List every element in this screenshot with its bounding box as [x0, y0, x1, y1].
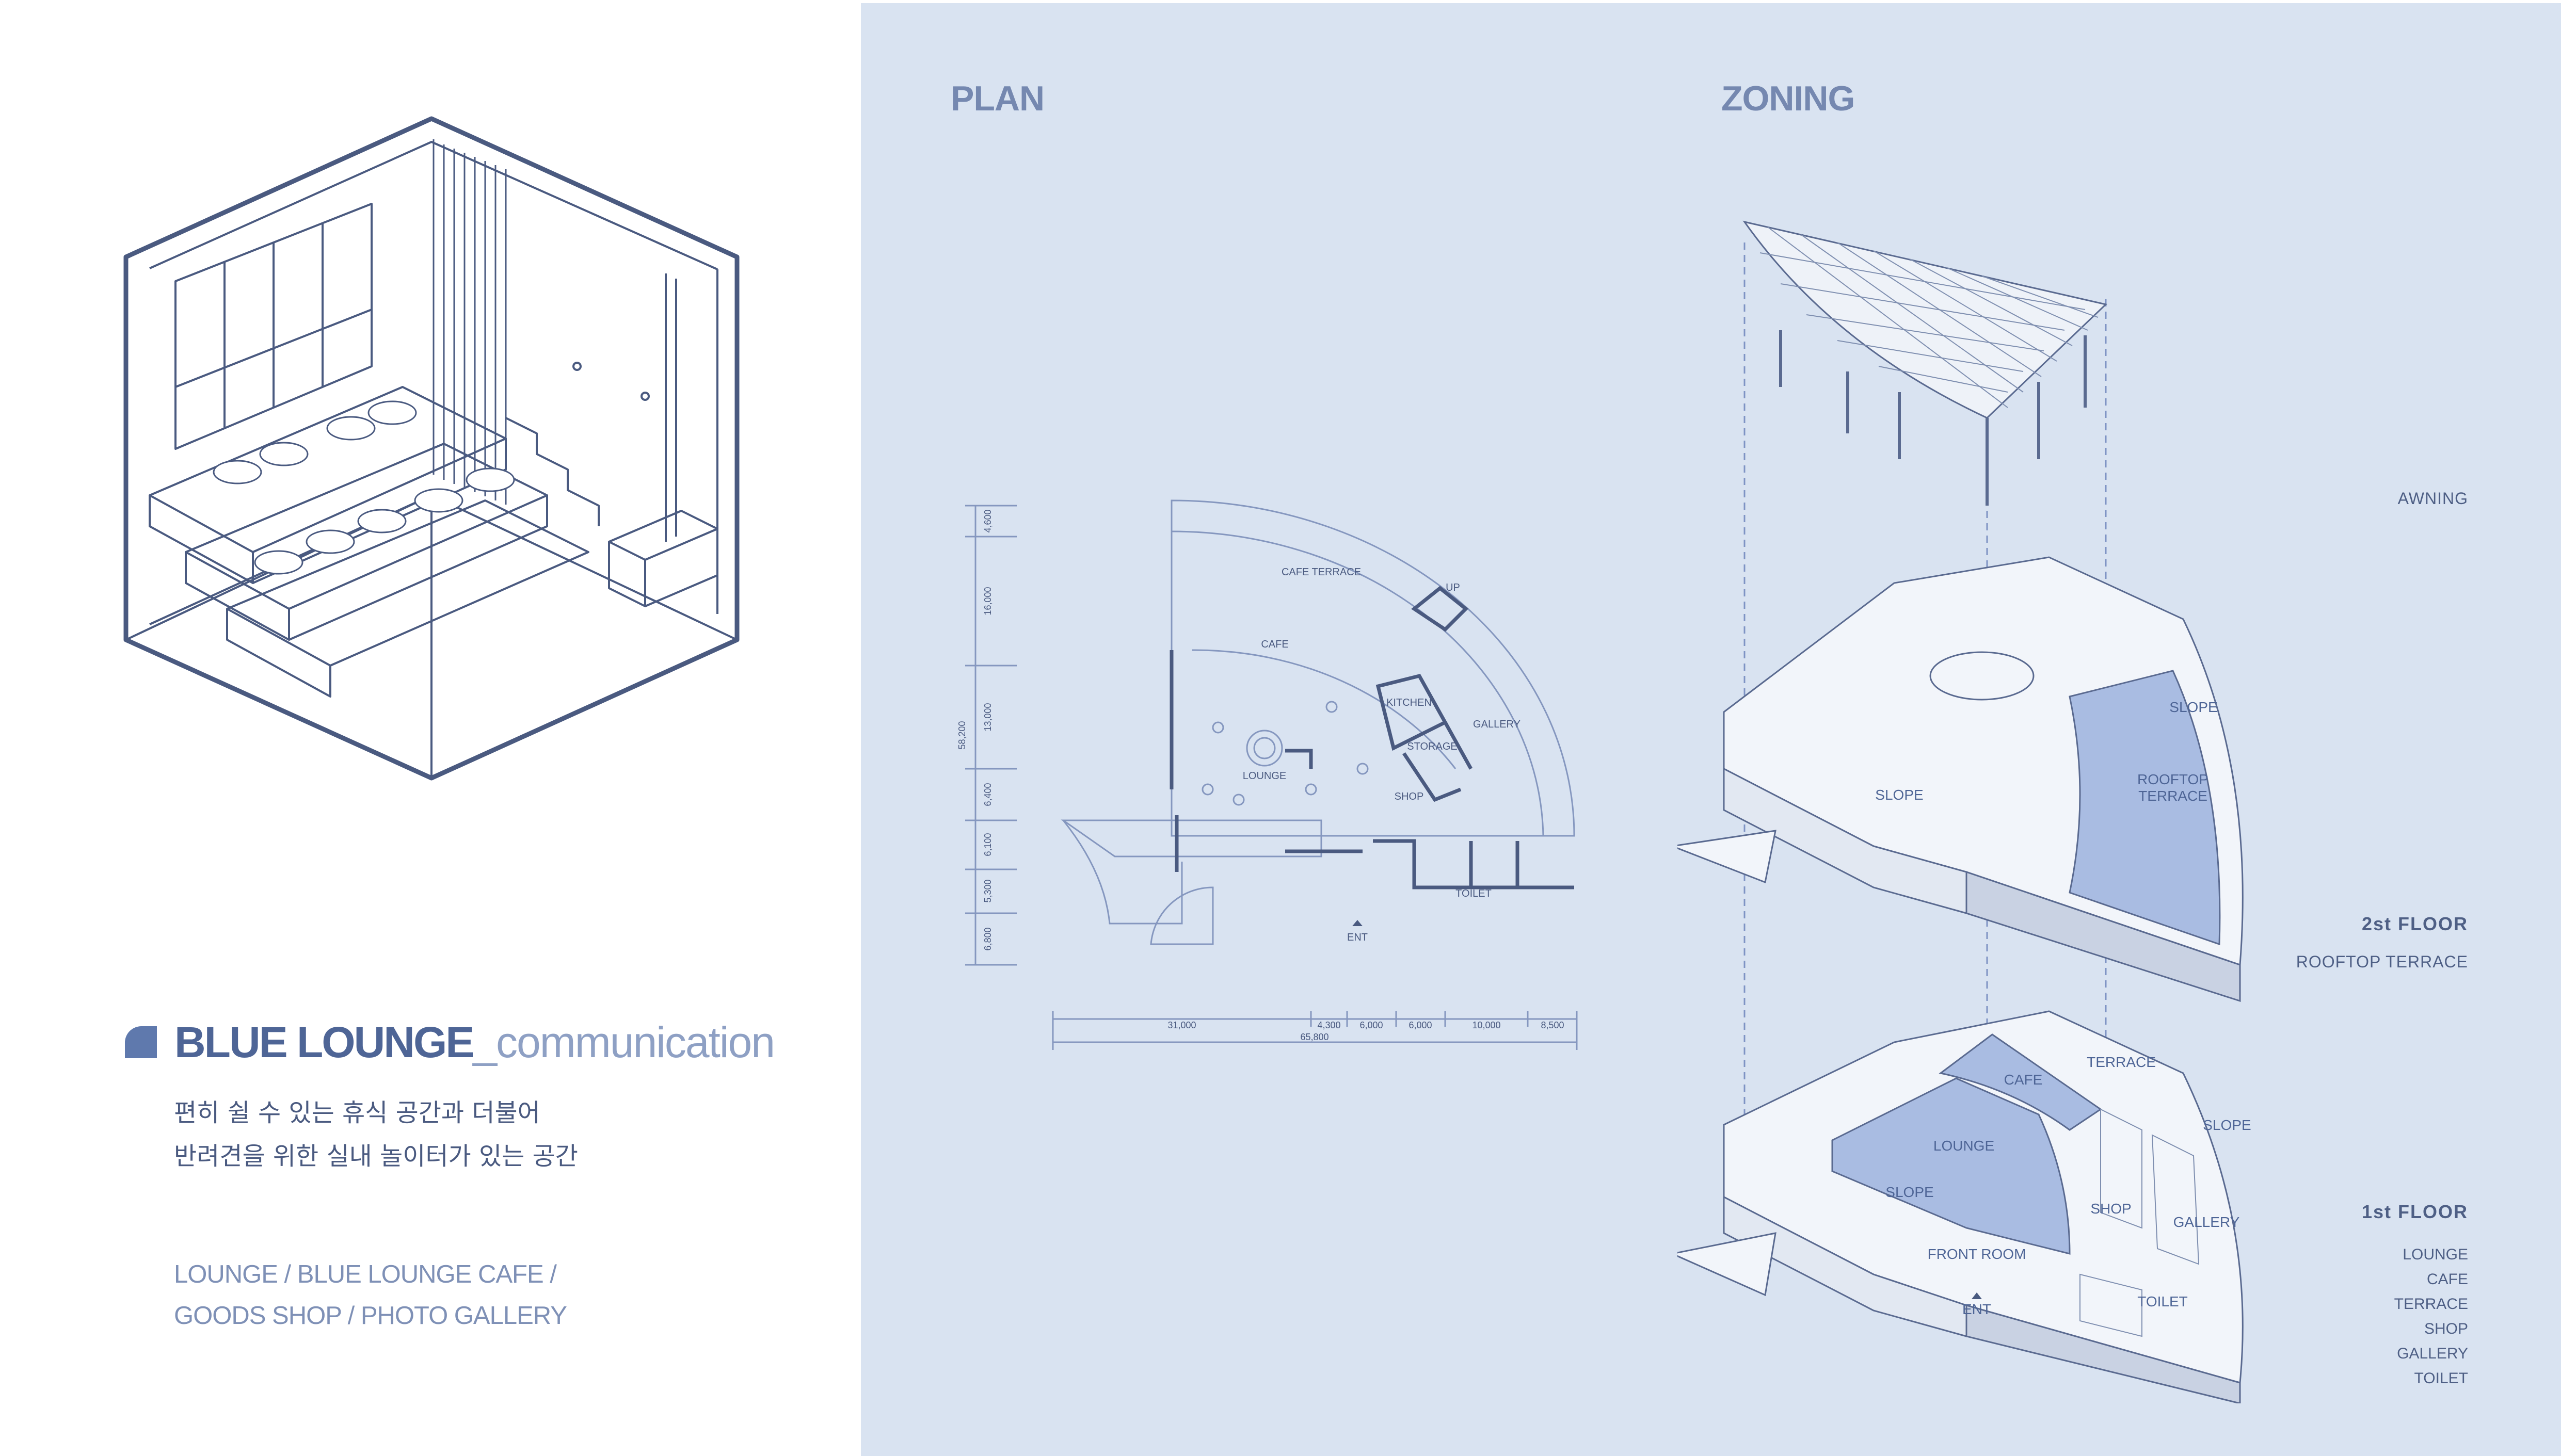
room-label: UP — [1446, 582, 1460, 593]
dimension-label: 6,100 — [983, 833, 993, 856]
description-line: 편히 쉴 수 있는 휴식 공간과 더불어 — [174, 1098, 540, 1127]
quarter-circle-icon — [125, 1026, 157, 1058]
description-line: 반려견을 위한 실내 놀이터가 있는 공간 — [174, 1142, 578, 1171]
title-sub: _communication — [473, 1017, 775, 1066]
entrance-arrow-icon — [1352, 920, 1363, 926]
zone-label: SHOP — [2090, 1201, 2131, 1217]
room-label: CAFE TERRACE — [1282, 567, 1361, 578]
first-floor-layer: CAFE TERRACE SLOPE LOUNGE SLOPE SHOP GAL… — [1677, 1010, 2251, 1403]
room-label: KITCHEN — [1386, 697, 1432, 708]
left-panel: BLUE LOUNGE _communication 편히 쉴 수 있는 휴식 … — [0, 0, 861, 1456]
room-label: SHOP — [1395, 791, 1424, 802]
entrance-label: ENT — [1347, 932, 1368, 943]
room-label: STORAGE — [1407, 741, 1457, 752]
zoning-exploded-axonometric: SLOPE SLOPE ROOFTOP TERRACE CAFE TERRACE… — [1677, 220, 2251, 1403]
lounge-zone — [1831, 1077, 2071, 1255]
dimension-label: 4,600 — [983, 509, 993, 532]
dimension-label: 13,000 — [983, 703, 993, 731]
dimension-label: 5,300 — [983, 879, 993, 902]
floor1-program: GALLERY — [2397, 1345, 2468, 1362]
description: 편히 쉴 수 있는 휴식 공간과 더불어 반려견을 위한 실내 놀이터가 있는 … — [174, 1091, 578, 1178]
zone-label: TERRACE — [2087, 1054, 2156, 1070]
zone-label: SLOPE — [2169, 699, 2217, 715]
isometric-interior-illustration — [123, 116, 740, 781]
zone-label: TERRACE — [2138, 788, 2207, 804]
dimension-label: 6,000 — [1408, 1020, 1432, 1030]
floor2-label: 2st FLOOR — [2361, 913, 2468, 934]
dimension-total: 65,800 — [1300, 1032, 1328, 1042]
awning-label: AWNING — [2397, 489, 2468, 508]
awning-layer — [1742, 220, 2108, 506]
floor2-programs: ROOFTOP TERRACE — [2296, 952, 2468, 971]
rooftop-terrace-zone — [2069, 670, 2221, 946]
program-line: GOODS SHOP / PHOTO GALLERY — [174, 1302, 567, 1330]
title-main: BLUE LOUNGE — [174, 1017, 474, 1066]
zone-label: SLOPE — [1875, 787, 1923, 803]
entrance-arrow-icon — [1972, 1292, 1982, 1299]
dimension-label: 16,000 — [983, 587, 993, 615]
dimension-label: 6,800 — [983, 927, 993, 950]
dimension-label: 4,300 — [1317, 1020, 1340, 1030]
cafe-zone — [1939, 1033, 2102, 1131]
floor1-program: CAFE — [2426, 1271, 2468, 1288]
dimension-label: 6,400 — [983, 783, 993, 806]
floor1-program: LOUNGE — [2403, 1246, 2468, 1263]
entrance-label: ENT — [1962, 1301, 1991, 1317]
zone-label: SLOPE — [2203, 1117, 2251, 1133]
room-label: LOUNGE — [1243, 770, 1286, 782]
zone-label: ROOFTOP — [2137, 771, 2208, 787]
dimension-label: 10,000 — [1472, 1020, 1500, 1030]
dimension-label: 6,000 — [1359, 1020, 1383, 1030]
zoning-title: ZONING — [1721, 79, 1855, 118]
zone-label: TOILET — [2137, 1293, 2188, 1309]
room-label: GALLERY — [1473, 719, 1520, 730]
zone-label: SLOPE — [1885, 1184, 1933, 1200]
dimension-total: 58,200 — [957, 721, 967, 749]
second-floor-layer: SLOPE SLOPE ROOFTOP TERRACE — [1677, 556, 2244, 1002]
floor1-label: 1st FLOOR — [2361, 1201, 2468, 1222]
floor-plan-drawing: CAFE TERRACE UP CAFE KITCHEN GALLERY STO… — [957, 499, 1578, 1050]
project-title: BLUE LOUNGE _communication — [125, 1014, 775, 1071]
room-label: TOILET — [1455, 888, 1492, 899]
program-line: LOUNGE / BLUE LOUNGE CAFE / — [174, 1260, 557, 1288]
room-label: CAFE — [1261, 639, 1288, 650]
zone-label: FRONT ROOM — [1928, 1246, 2026, 1262]
program-list: LOUNGE / BLUE LOUNGE CAFE / GOODS SHOP /… — [174, 1254, 567, 1336]
zone-label: CAFE — [2004, 1072, 2043, 1088]
floor1-program: SHOP — [2424, 1320, 2468, 1337]
zone-label: LOUNGE — [1933, 1138, 1994, 1154]
floor1-program-list: LOUNGE CAFE TERRACE SHOP GALLERY TOILET — [2394, 1242, 2468, 1391]
zone-label: GALLERY — [2173, 1214, 2240, 1230]
dimension-label: 31,000 — [1167, 1020, 1196, 1030]
floor1-program: TERRACE — [2394, 1296, 2468, 1313]
right-panel — [861, 3, 2561, 1456]
floor1-program: TOILET — [2414, 1370, 2468, 1387]
dimension-label: 8,500 — [1541, 1020, 1564, 1030]
plan-title: PLAN — [951, 79, 1045, 118]
